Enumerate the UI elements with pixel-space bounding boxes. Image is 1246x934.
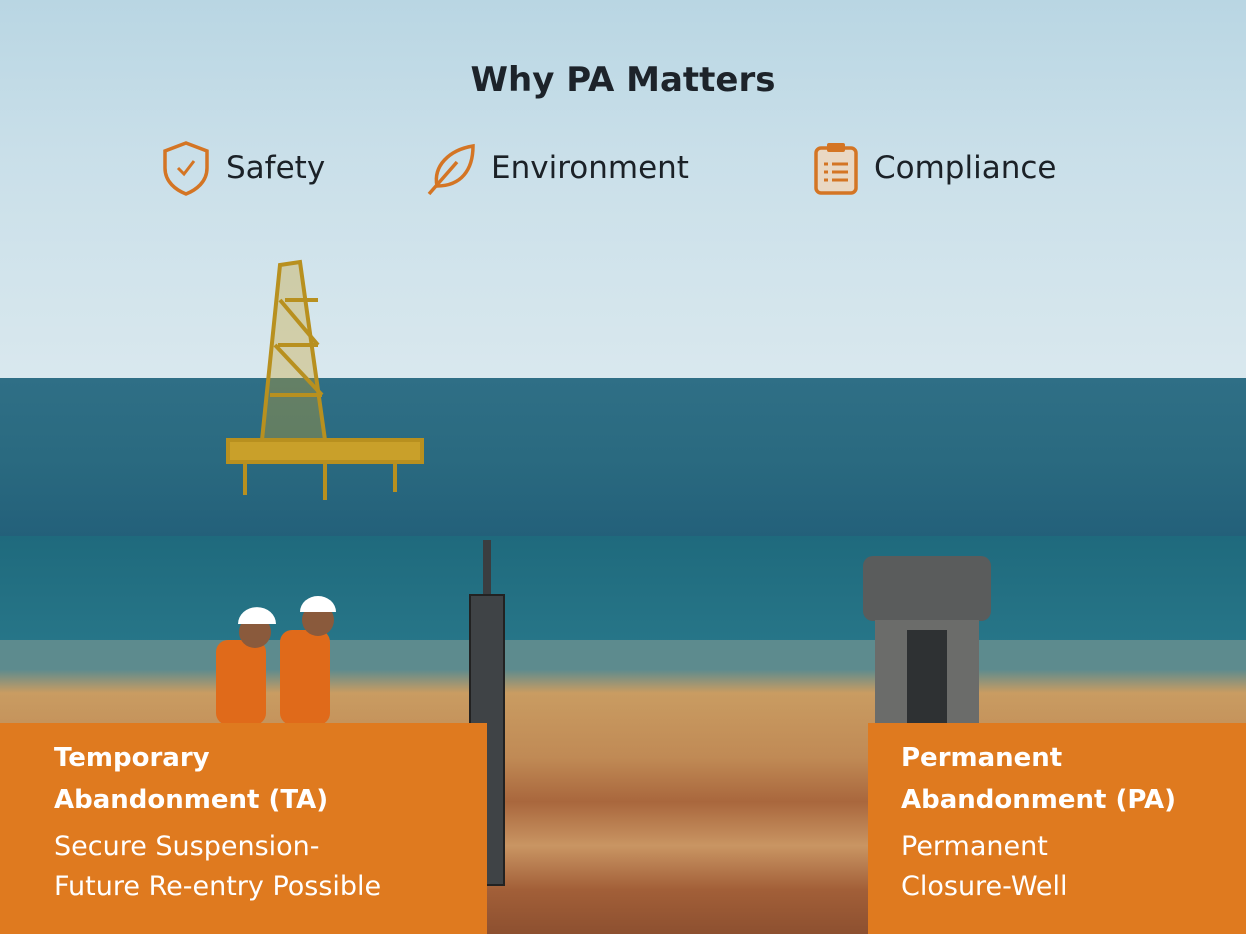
sea-surface xyxy=(0,378,1246,538)
panel-title-line: Temporary xyxy=(54,743,210,773)
panel-title-line: Permanent xyxy=(901,743,1063,773)
pillar-safety: Safety xyxy=(160,140,325,196)
pillar-label: Environment xyxy=(491,150,689,186)
pillar-label: Compliance xyxy=(874,150,1057,186)
panel-desc-line: Secure Suspension- xyxy=(54,831,320,862)
pillar-label: Safety xyxy=(226,150,326,186)
panel-title-line: Abandonment (PA) xyxy=(901,785,1177,815)
shield-check-icon xyxy=(163,141,209,196)
workers xyxy=(216,596,336,725)
panel-title-line: Abandonment (TA) xyxy=(54,785,329,815)
pillar-environment: Environment xyxy=(427,140,689,196)
panel-desc-line: Permanent xyxy=(901,831,1048,862)
pillar-compliance: Compliance xyxy=(812,140,1056,196)
panel-desc-line: Future Re-entry Possible xyxy=(54,871,382,902)
offshore-rig xyxy=(226,259,424,500)
clipboard-checklist-icon xyxy=(814,143,858,195)
panel-desc-line: Closure-Well xyxy=(901,871,1068,902)
wellhead-cap-right xyxy=(863,556,991,730)
leaf-icon xyxy=(427,143,475,196)
page-title: Why PA Matters xyxy=(470,60,776,100)
sky-background xyxy=(0,0,1246,378)
